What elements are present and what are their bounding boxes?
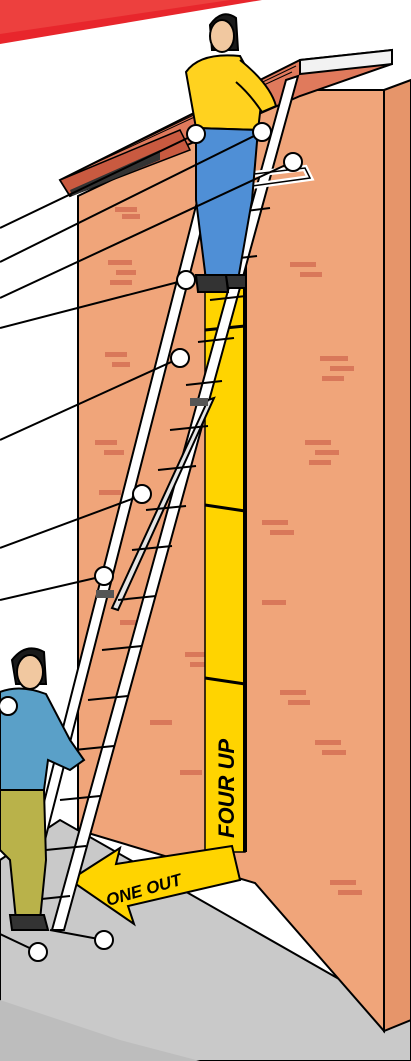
callout-circle-base-left <box>28 942 48 962</box>
callout-circle-footer <box>0 696 18 716</box>
callout-circle-standoff <box>283 152 303 172</box>
callout-circle-rung <box>170 348 190 368</box>
callout-circle-lock <box>94 566 114 586</box>
callout-lines <box>0 131 293 953</box>
bottom-worker <box>0 647 86 931</box>
callout-circle-base-right <box>94 930 114 950</box>
ladder <box>12 74 315 931</box>
four-up-label: FOUR UP <box>214 739 239 838</box>
brick-marks <box>95 207 362 895</box>
callout-circle-feet <box>176 270 196 290</box>
callout-circle-roof-edge <box>252 122 272 142</box>
top-worker <box>184 13 278 293</box>
top-banner <box>0 0 262 44</box>
callout-circle-hand <box>186 124 206 144</box>
one-out-arrow <box>68 844 242 927</box>
callout-circles <box>0 122 303 962</box>
callout-circle-overlap <box>132 484 152 504</box>
